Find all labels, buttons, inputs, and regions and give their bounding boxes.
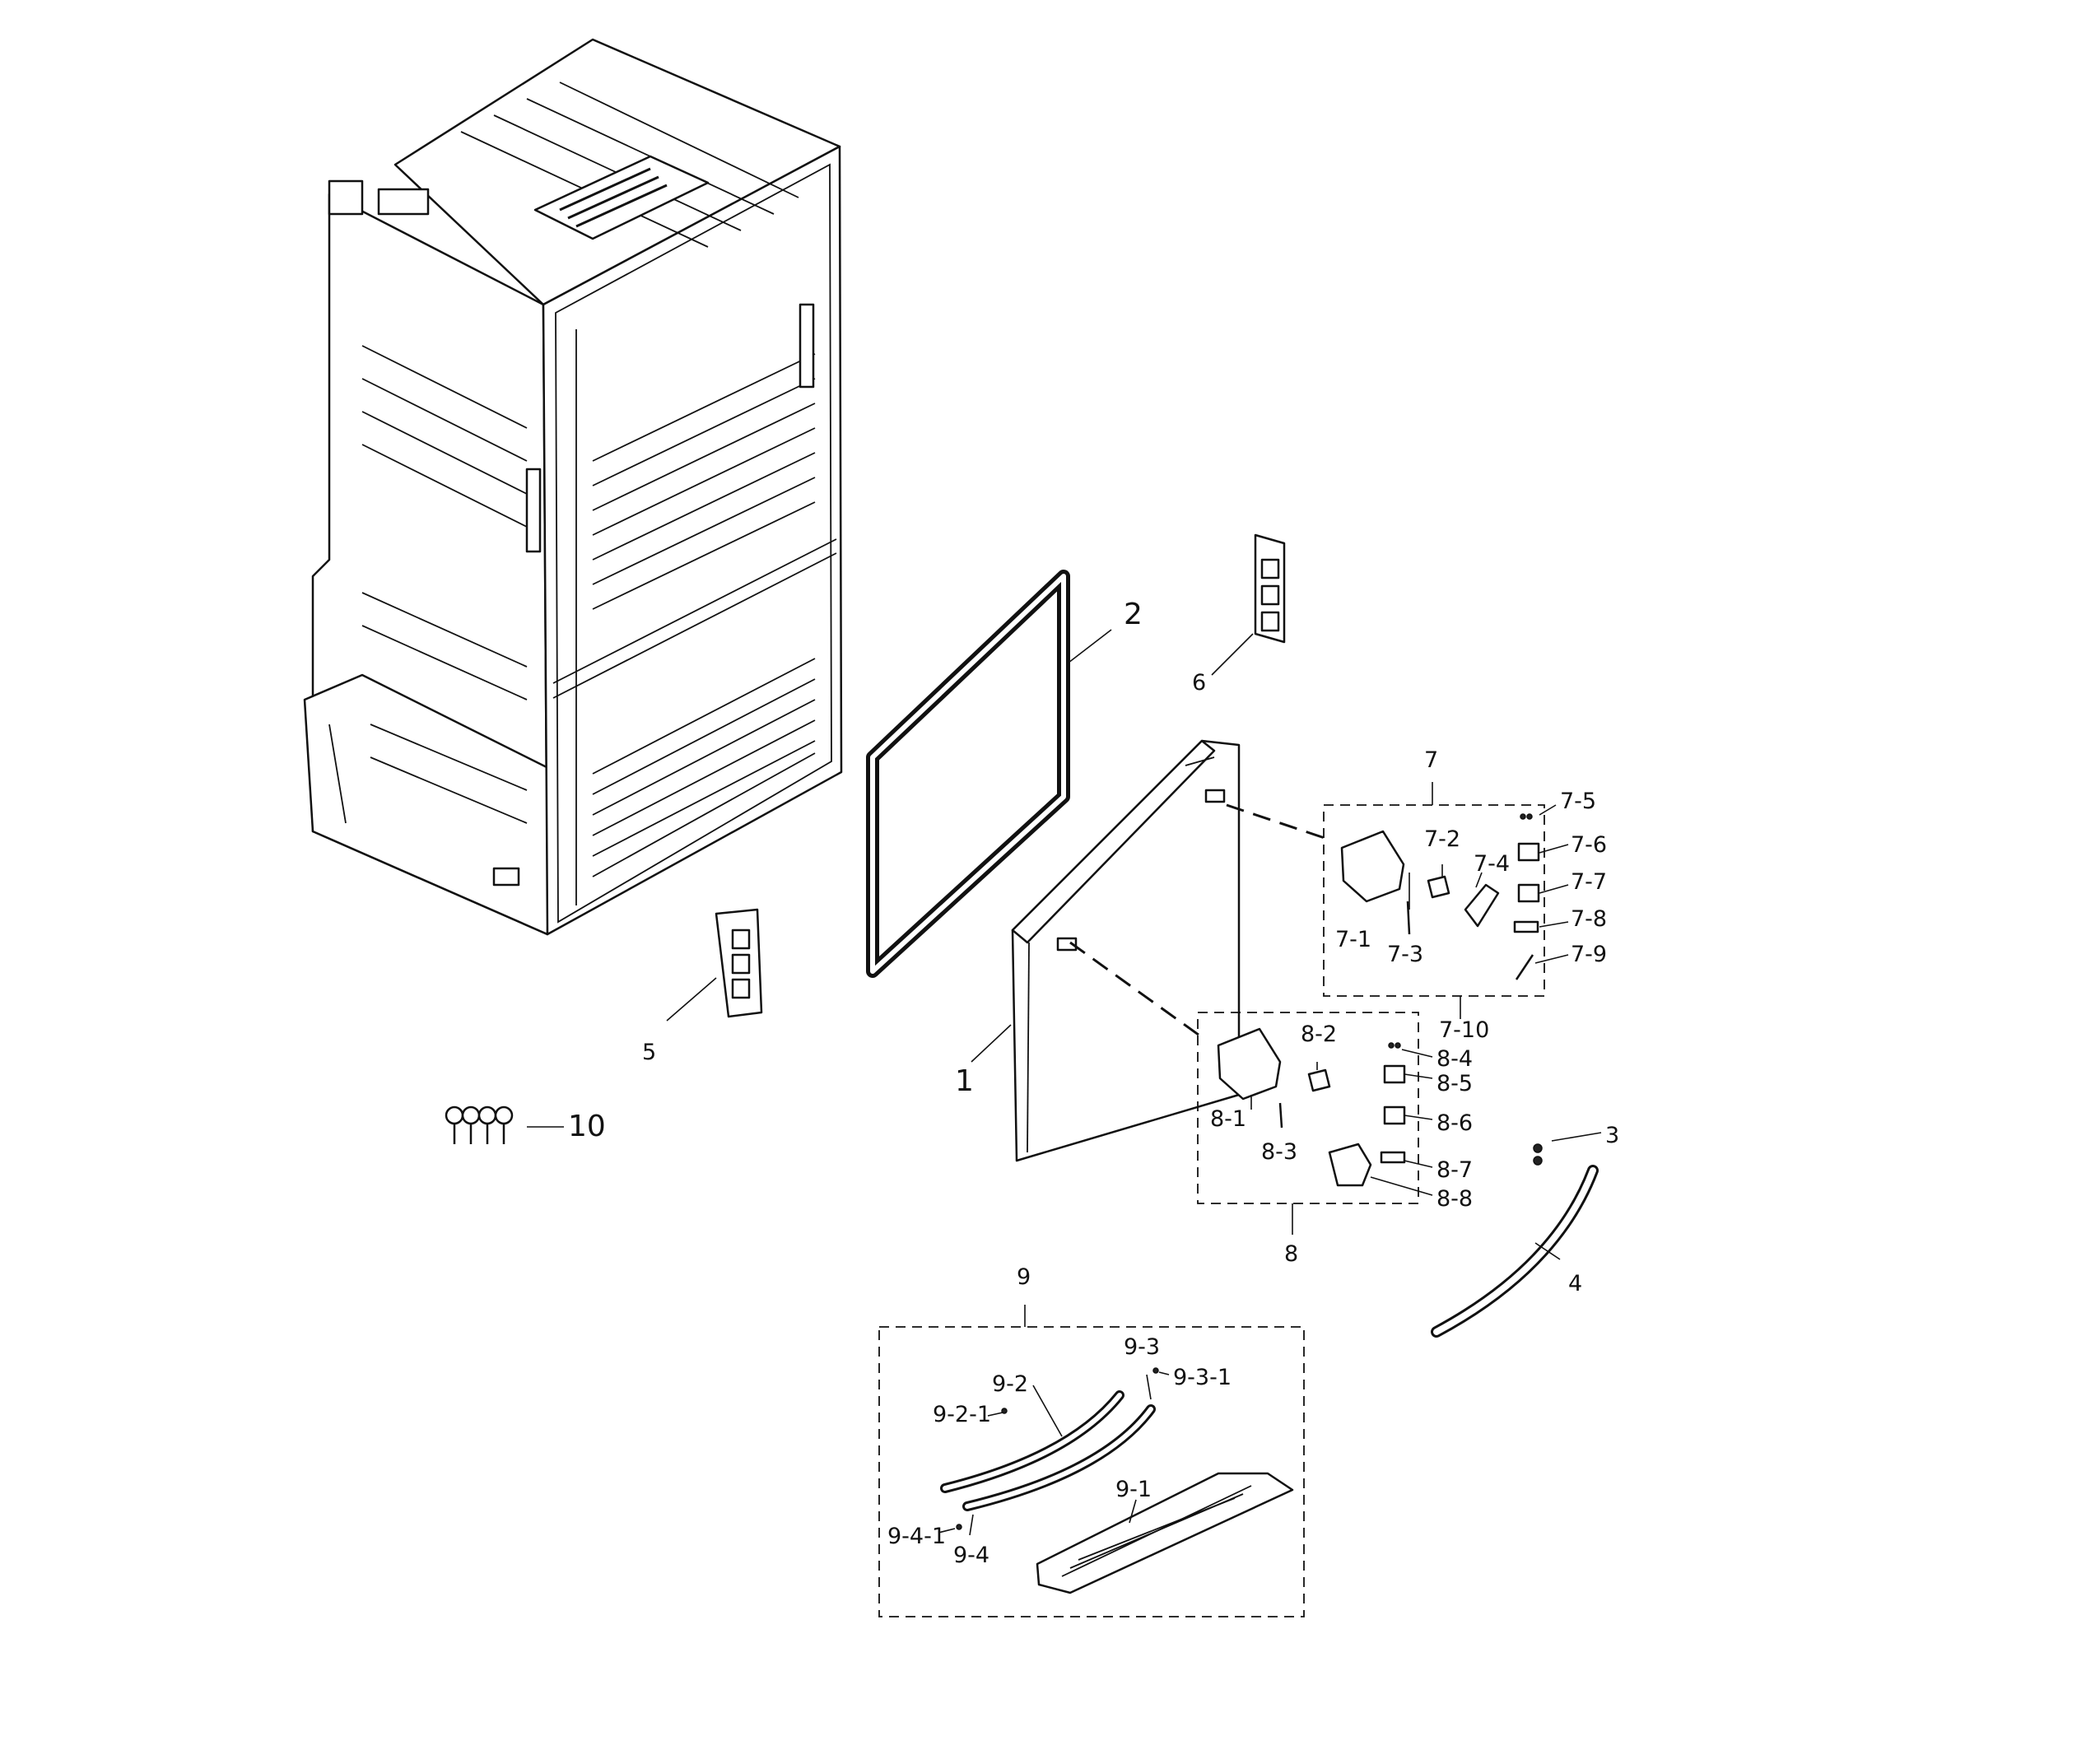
- label-7-8: 7-8: [1571, 906, 1607, 932]
- label-2: 2: [1124, 598, 1143, 631]
- label-5: 5: [642, 1040, 656, 1065]
- label-9-4-1: 9-4-1: [887, 1524, 946, 1549]
- label-3: 3: [1605, 1123, 1619, 1148]
- label-8-7: 8-7: [1436, 1157, 1473, 1183]
- assembly-7-group: [1226, 782, 1545, 997]
- label-7-9: 7-9: [1571, 942, 1607, 967]
- label-8-8: 8-8: [1436, 1186, 1473, 1212]
- door-gasket: [866, 570, 1070, 978]
- hinge-bracket-lower: [715, 908, 763, 1018]
- label-8-6: 8-6: [1436, 1110, 1473, 1136]
- label-9-2-1: 9-2-1: [933, 1402, 991, 1427]
- label-9: 9: [1017, 1264, 1031, 1290]
- label-7-6: 7-6: [1571, 832, 1607, 858]
- label-7-4: 7-4: [1474, 851, 1510, 877]
- leader-lines: [527, 629, 1602, 1536]
- freezer-door: [1011, 739, 1241, 1162]
- label-10: 10: [568, 1110, 606, 1143]
- part-3-screws: [1533, 1143, 1543, 1166]
- label-9-1: 9-1: [1115, 1477, 1152, 1502]
- assembly-9-group: [878, 1305, 1305, 1617]
- callout-labels: 1 2 3 4 5 6 7 7-1 7-2 7-3 7-4 7-5 7-6 7-…: [568, 598, 1619, 1568]
- label-4: 4: [1568, 1271, 1582, 1296]
- label-8-3: 8-3: [1261, 1139, 1297, 1165]
- label-8: 8: [1284, 1241, 1298, 1267]
- label-7-7: 7-7: [1571, 869, 1607, 895]
- label-7-2: 7-2: [1424, 826, 1460, 852]
- label-8-2: 8-2: [1301, 1022, 1337, 1047]
- assembly-8-group: [1069, 941, 1419, 1235]
- label-8-4: 8-4: [1436, 1046, 1473, 1072]
- label-7-1: 7-1: [1335, 927, 1371, 952]
- cabinet-body: [303, 38, 843, 936]
- label-7-3: 7-3: [1387, 942, 1423, 967]
- label-9-2: 9-2: [992, 1371, 1028, 1397]
- rail-4: [1431, 1165, 1599, 1338]
- label-7-5: 7-5: [1560, 789, 1596, 814]
- label-7-10: 7-10: [1439, 1017, 1489, 1043]
- screws: [445, 1105, 514, 1144]
- hinge-bracket-upper: [1254, 533, 1286, 644]
- label-1: 1: [955, 1064, 974, 1098]
- label-8-1: 8-1: [1210, 1106, 1246, 1132]
- label-8-5: 8-5: [1436, 1071, 1473, 1096]
- label-7: 7: [1424, 747, 1438, 773]
- label-9-3-1: 9-3-1: [1173, 1365, 1232, 1390]
- label-9-3: 9-3: [1124, 1334, 1160, 1360]
- label-6: 6: [1192, 670, 1206, 696]
- label-9-4: 9-4: [953, 1543, 989, 1568]
